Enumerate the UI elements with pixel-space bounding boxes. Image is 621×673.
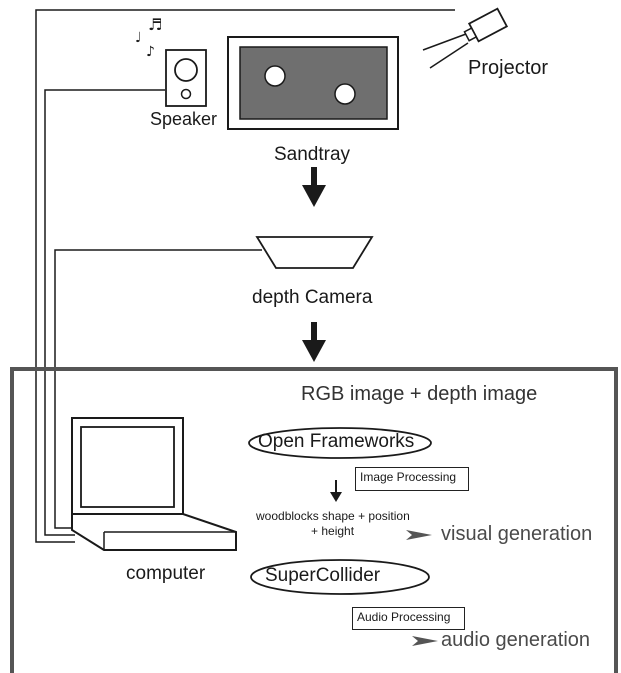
height-label: + height <box>311 524 355 538</box>
input-images-label: RGB image + depth image <box>301 383 538 405</box>
arrow-down-icon <box>302 167 326 207</box>
arrow-down-icon <box>330 480 342 502</box>
sandtray-icon <box>227 36 399 130</box>
arrow-right-icon <box>406 530 432 540</box>
music-note-icon: ♩ <box>135 30 142 46</box>
projector-label: Projector <box>468 57 549 79</box>
projector-cable <box>35 9 455 543</box>
open-frameworks-ellipse <box>248 427 432 459</box>
woodblocks-label: woodblocks shape + position <box>256 509 410 523</box>
arrow-right-icon <box>412 636 438 646</box>
music-note-icon: ♬ <box>148 15 162 34</box>
image-processing-box <box>355 467 469 491</box>
supercollider-label: SuperCollider <box>265 565 381 586</box>
laptop-icon <box>71 417 237 551</box>
arrow-down-icon <box>302 322 326 362</box>
sandtray-label: Sandtray <box>274 144 351 165</box>
audio-processing-box <box>352 607 465 630</box>
music-note-icon: ♪ <box>146 44 155 60</box>
open-frameworks-label: Open Frameworks <box>258 431 415 452</box>
projector-icon <box>422 7 509 69</box>
computer-system-box <box>10 367 618 673</box>
camera-cable <box>54 249 262 529</box>
speaker-label: Speaker <box>150 109 218 129</box>
speaker-cable <box>44 89 165 536</box>
supercollider-ellipse <box>250 559 430 595</box>
depth-camera-icon <box>255 236 374 269</box>
audio-processing-label: Audio Processing <box>357 610 451 624</box>
audio-generation-label: audio generation <box>441 629 591 651</box>
depth-camera-label: depth Camera <box>252 287 373 308</box>
computer-label: computer <box>126 563 206 584</box>
image-processing-label: Image Processing <box>360 470 457 484</box>
visual-generation-label: visual generation <box>441 523 593 545</box>
speaker-icon <box>165 49 207 107</box>
